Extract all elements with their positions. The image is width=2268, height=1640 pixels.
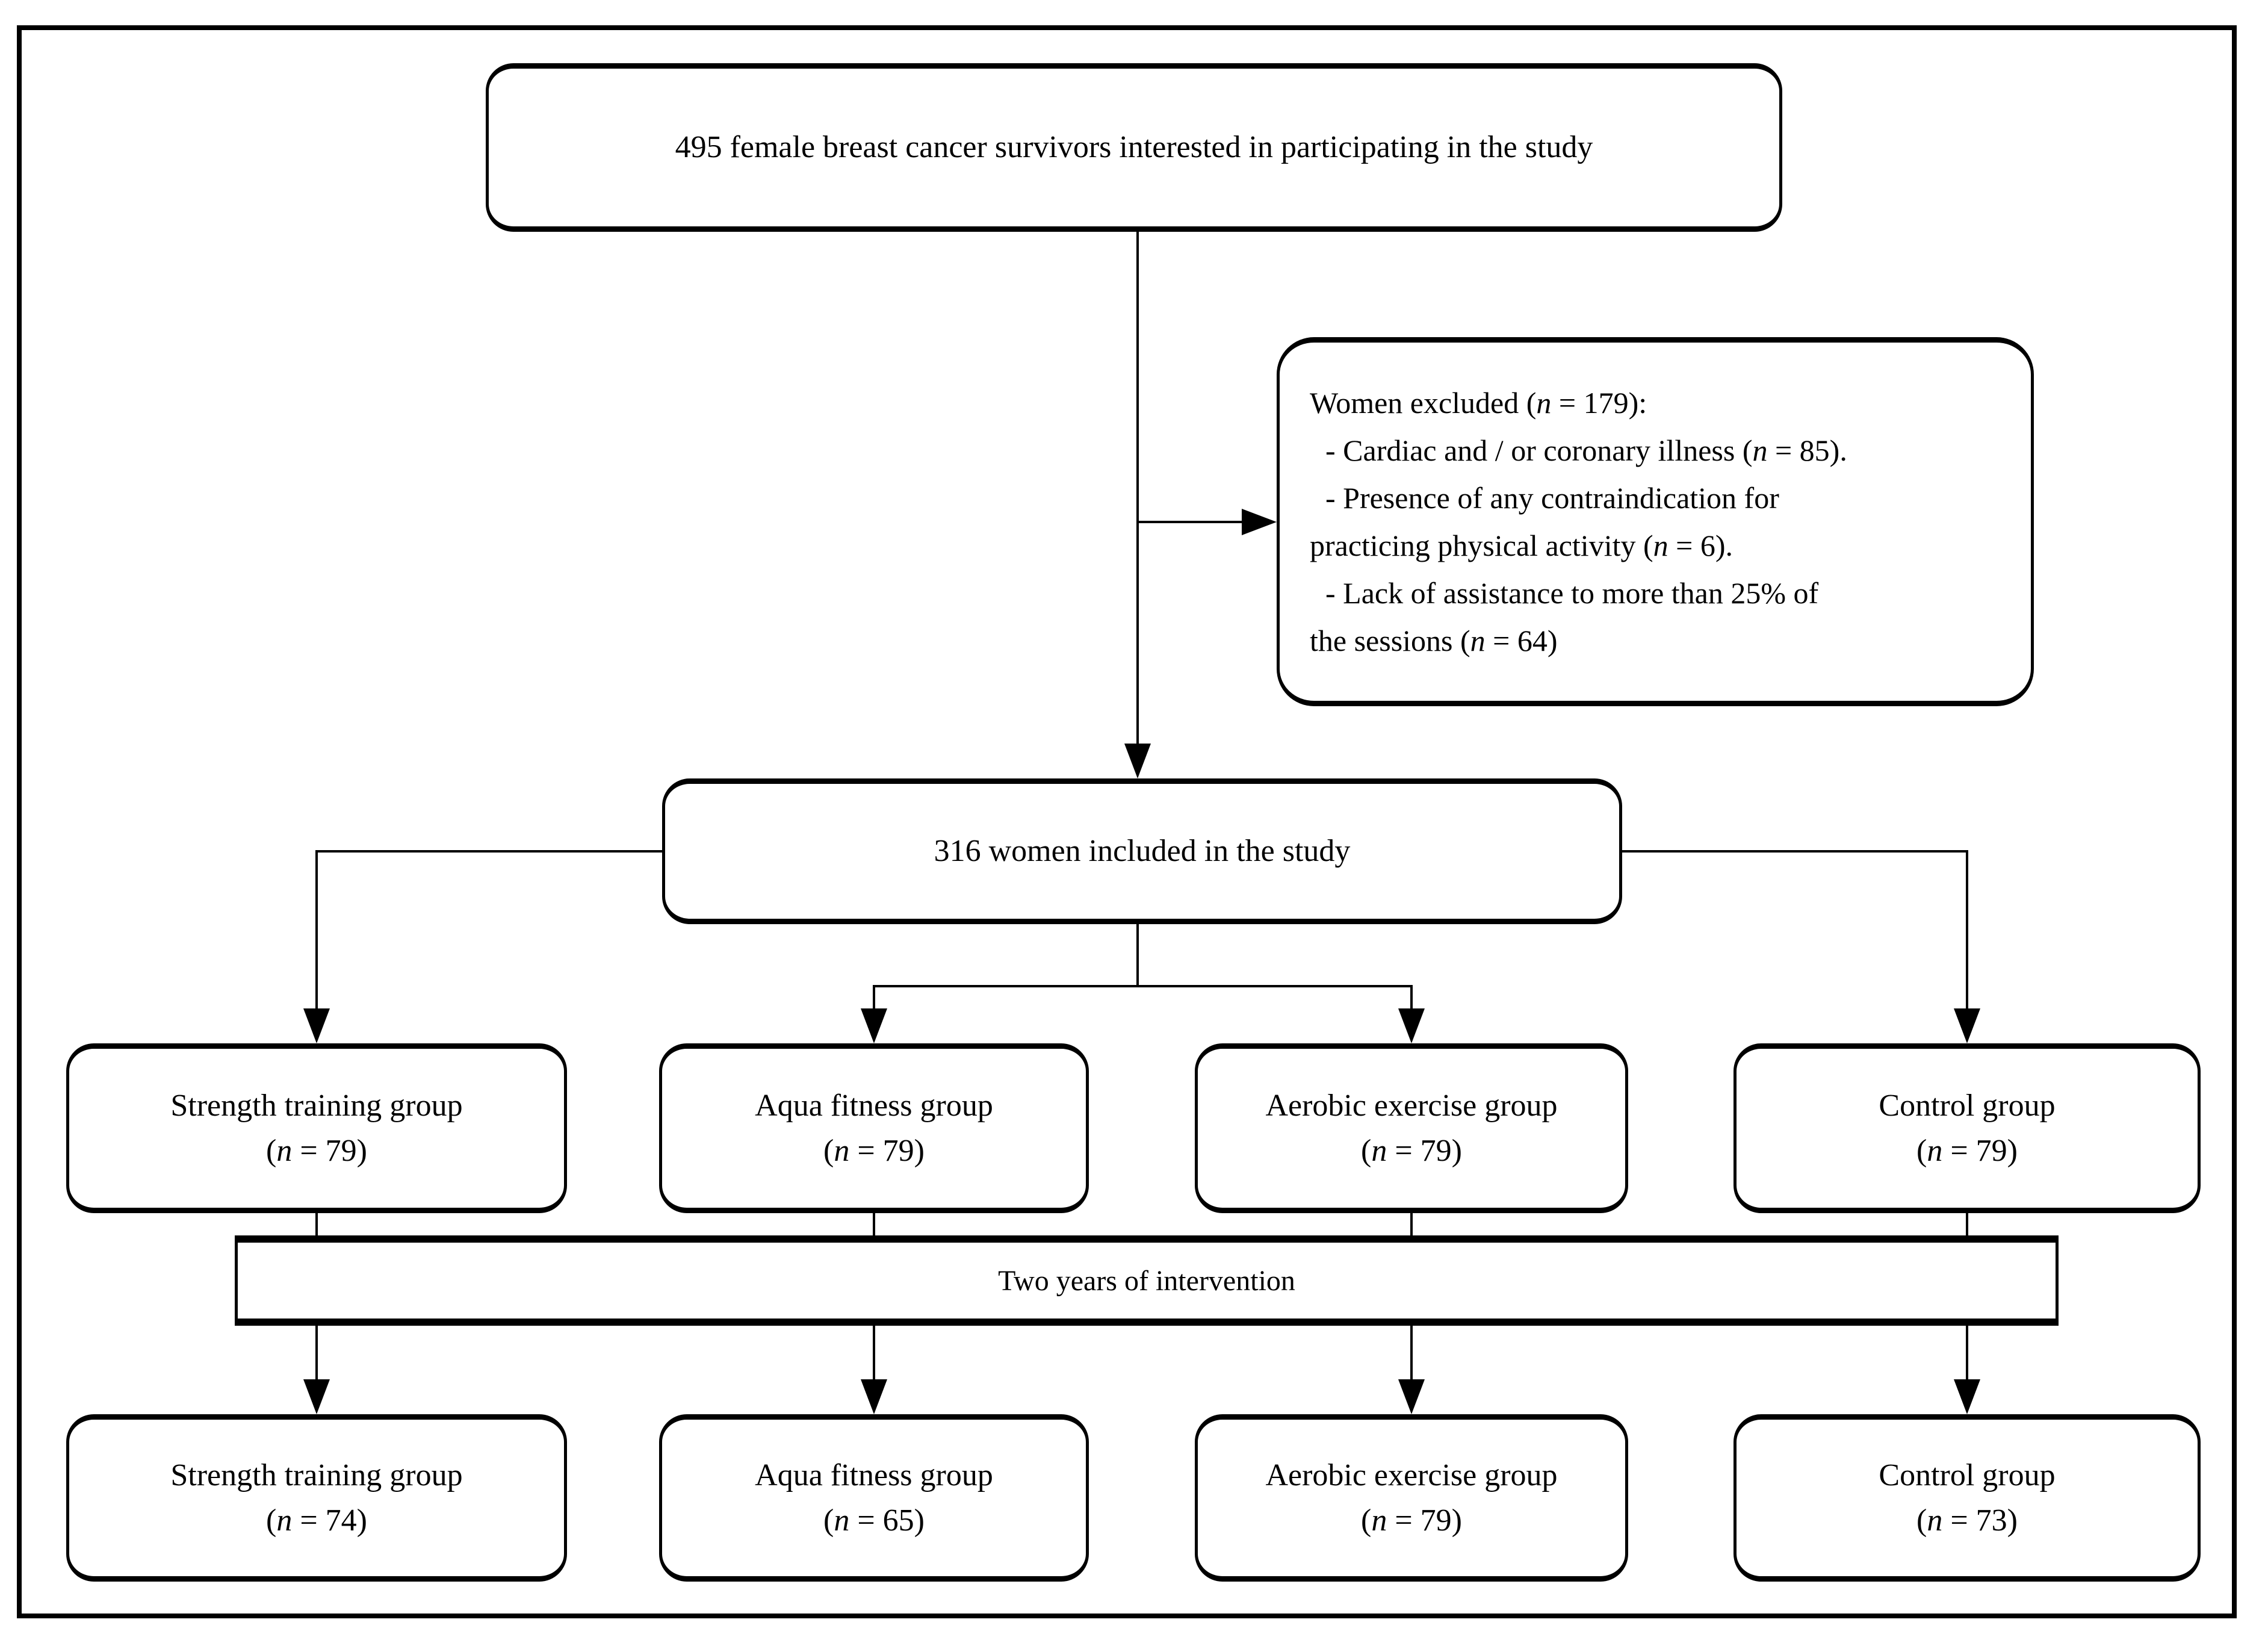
connector-down-strength (315, 850, 318, 1011)
connector-down-control (1966, 850, 1968, 1011)
strength-baseline-n: (n = 79) (266, 1134, 367, 1168)
strength-final-label: Strength training group (170, 1458, 463, 1492)
arrowhead-into-included-box (1124, 744, 1151, 778)
excluded-reason-assistance: - Lack of assistance to more than 25% of… (1310, 576, 1819, 657)
aerobic-final-label: Aerobic exercise group (1265, 1458, 1558, 1492)
aerobic-final-n: (n = 79) (1361, 1503, 1462, 1538)
strength-baseline-label: Strength training group (170, 1088, 463, 1123)
box-aqua-baseline: Aqua fitness group (n = 79) (659, 1043, 1089, 1213)
banner-intervention-period: Two years of intervention (235, 1235, 2059, 1326)
connector-branch-to-excluded-box (1136, 521, 1242, 523)
arrowhead-into-aqua-baseline (861, 1008, 887, 1043)
connector-middle-crossbar (873, 985, 1413, 987)
aerobic-baseline-n: (n = 79) (1361, 1134, 1462, 1168)
aqua-baseline-label: Aqua fitness group (755, 1088, 993, 1123)
box-strength-baseline: Strength training group (n = 79) (66, 1043, 567, 1213)
control-final-n: (n = 73) (1916, 1503, 2018, 1538)
excluded-title: Women excluded (n = 179): (1310, 385, 1647, 420)
aqua-final-n: (n = 65) (823, 1503, 925, 1538)
box-strength-final: Strength training group (n = 74) (66, 1414, 567, 1582)
box-aerobic-baseline: Aerobic exercise group (n = 79) (1195, 1043, 1628, 1213)
connector-included-down-stem (1136, 923, 1139, 987)
control-baseline-label: Control group (1879, 1088, 2056, 1123)
connector-down-aqua (873, 985, 875, 1011)
control-baseline-n: (n = 79) (1916, 1134, 2018, 1168)
box-included-women: 316 women included in the study (662, 778, 1622, 924)
connector-down-aerobic (1410, 985, 1413, 1011)
arrowhead-into-aerobic-baseline (1398, 1008, 1425, 1043)
aqua-baseline-n: (n = 79) (823, 1134, 925, 1168)
box-aerobic-final: Aerobic exercise group (n = 79) (1195, 1414, 1628, 1582)
box-control-final: Control group (n = 73) (1734, 1414, 2201, 1582)
connector-included-to-control (1621, 850, 1968, 853)
aqua-final-label: Aqua fitness group (755, 1458, 993, 1492)
excluded-reason-cardiac: - Cardiac and / or coronary illness (n =… (1325, 433, 1847, 467)
arrowhead-into-aqua-final (861, 1379, 887, 1414)
strength-final-n: (n = 74) (266, 1503, 367, 1538)
connector-topbox-to-includedbox (1136, 232, 1139, 745)
outer-frame (17, 25, 2237, 1618)
arrowhead-into-control-baseline (1954, 1008, 1980, 1043)
arrowhead-into-strength-final (303, 1379, 330, 1414)
arrowhead-into-strength-baseline (303, 1008, 330, 1043)
box-eligible-participants: 495 female breast cancer survivors inter… (486, 63, 1782, 232)
included-women-text: 316 women included in the study (934, 834, 1351, 869)
aerobic-baseline-label: Aerobic exercise group (1265, 1088, 1558, 1123)
connector-included-to-strength (315, 850, 663, 853)
eligible-participants-text: 495 female breast cancer survivors inter… (675, 130, 1593, 165)
intervention-period-text: Two years of intervention (998, 1264, 1295, 1297)
box-aqua-final: Aqua fitness group (n = 65) (659, 1414, 1089, 1582)
control-final-label: Control group (1879, 1458, 2056, 1492)
box-control-baseline: Control group (n = 79) (1734, 1043, 2201, 1213)
box-excluded-women: Women excluded (n = 179): - Cardiac and … (1277, 337, 2034, 706)
arrowhead-into-excluded-box (1242, 509, 1277, 535)
arrowhead-into-control-final (1954, 1379, 1980, 1414)
arrowhead-into-aerobic-final (1398, 1379, 1425, 1414)
